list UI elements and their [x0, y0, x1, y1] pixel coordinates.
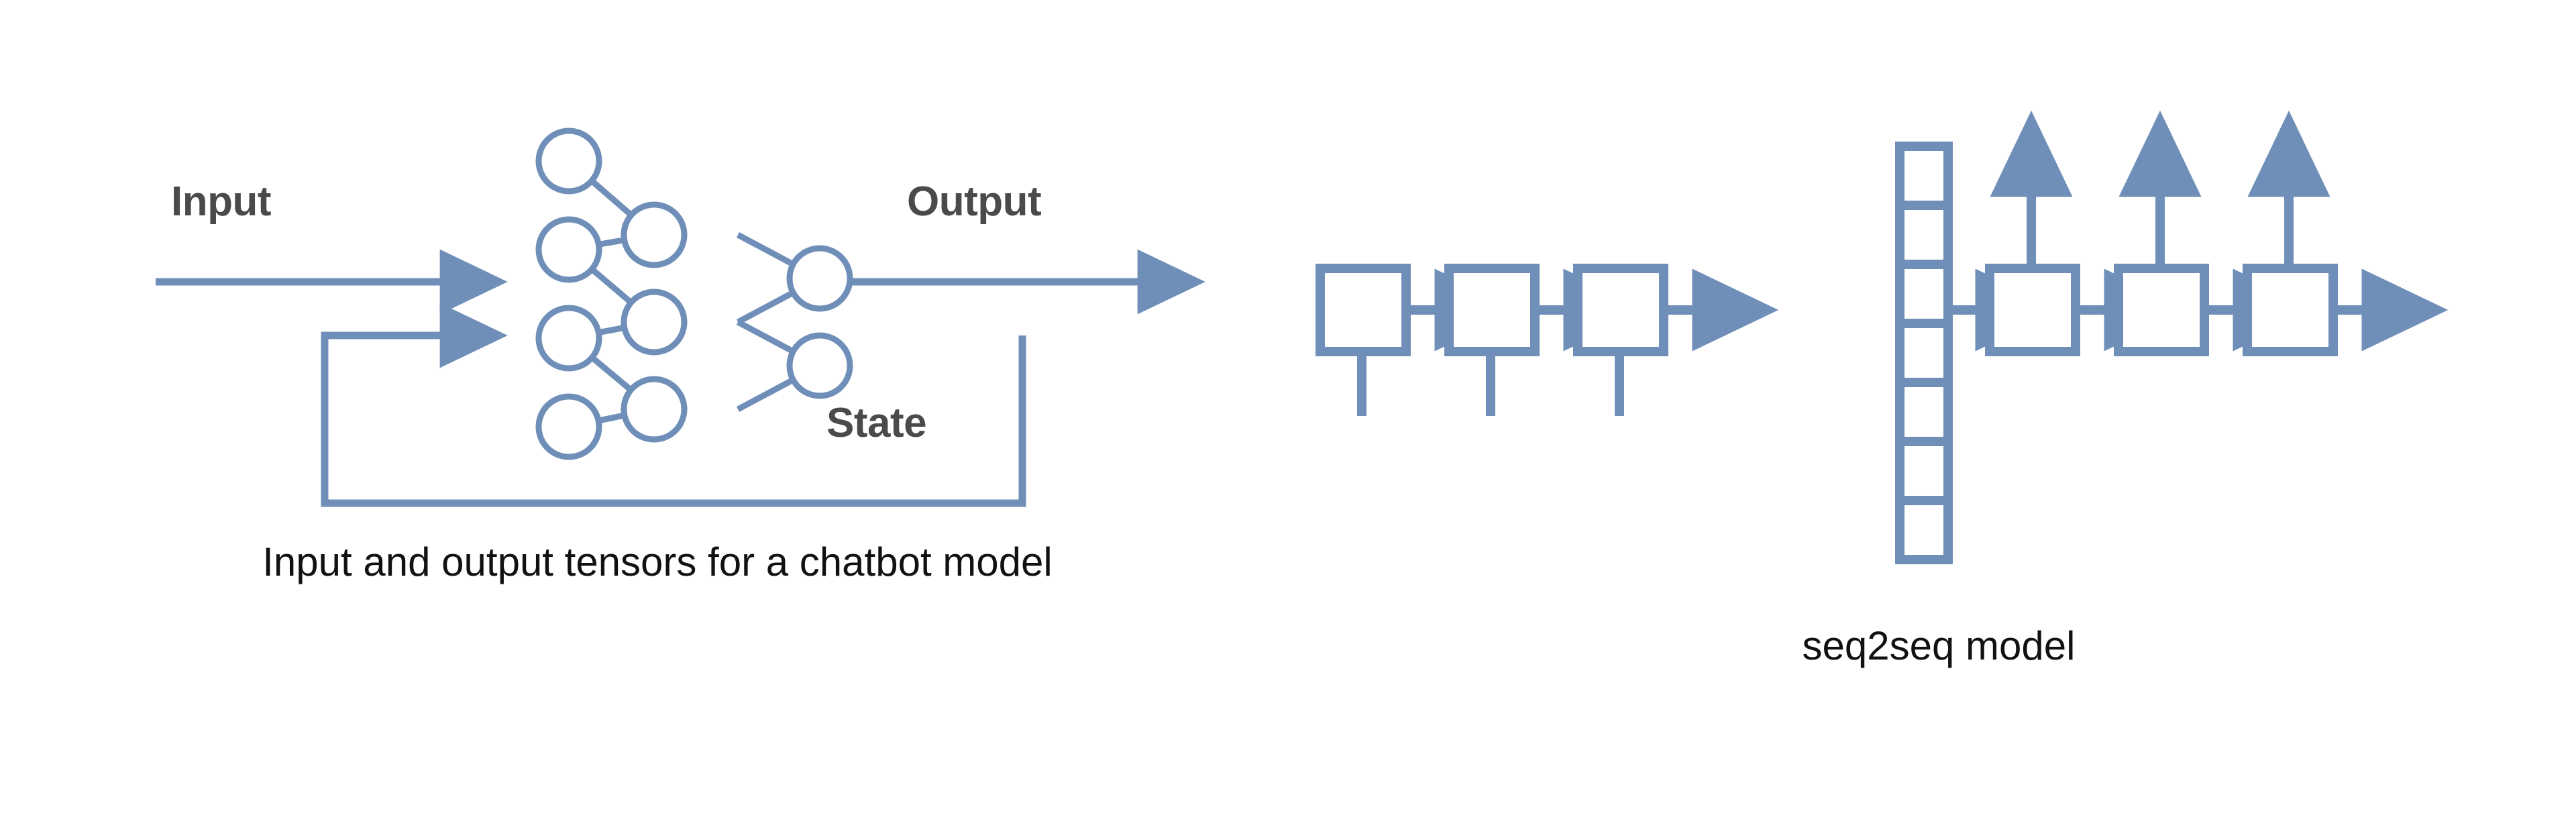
context-vector-cell [1895, 260, 1953, 328]
input-up-arrow-icon [1320, 266, 1661, 416]
network-input-layer [535, 127, 602, 460]
decoder-cell-group [1985, 264, 2338, 356]
input-label: Input [171, 178, 272, 225]
encoder-cell-group [1316, 264, 1668, 356]
network-node [535, 305, 602, 372]
network-node [535, 127, 602, 195]
state-label: State [826, 400, 927, 446]
network-node [621, 376, 688, 443]
network-node [786, 332, 853, 399]
figure-seq2seq-model: seq2seq model [1275, 0, 2576, 738]
context-vector-cell [1895, 142, 1953, 210]
caption-chatbot-model: Input and output tensors for a chatbot m… [262, 539, 1053, 584]
seq2seq-diagram-svg [1316, 110, 2449, 564]
figure-chatbot-tensors: Input Output State Input and output tens… [0, 0, 1275, 738]
context-vector-cell [1895, 319, 1953, 387]
network-node [621, 201, 688, 268]
encoder-cell-icon [1316, 264, 1411, 356]
network-edges [567, 158, 822, 430]
chatbot-diagram-svg [156, 127, 1205, 507]
network-node [621, 289, 688, 356]
network-output-layer [786, 245, 853, 399]
network-node [786, 245, 853, 312]
context-vector-cell [1895, 496, 1953, 564]
output-label: Output [907, 178, 1042, 225]
output-up-arrow-icon [1990, 110, 2330, 268]
decoder-cell-icon [1985, 264, 2080, 356]
network-node [535, 216, 602, 283]
context-vector-icon [1895, 142, 1953, 564]
decoder-cell-icon [2243, 264, 2338, 356]
state-loop-path-icon [321, 303, 1026, 507]
network-hidden-layer [621, 201, 688, 443]
context-vector-cell [1895, 378, 1953, 446]
context-vector-cell [1895, 201, 1953, 269]
encoder-cell-icon [1573, 264, 1668, 356]
caption-seq2seq-model: seq2seq model [1802, 623, 2076, 668]
decoder-cell-icon [2114, 264, 2209, 356]
encoder-cell-icon [1444, 264, 1540, 356]
neural-network-icon [535, 127, 853, 460]
network-node [535, 393, 602, 460]
context-vector-cell [1895, 437, 1953, 505]
